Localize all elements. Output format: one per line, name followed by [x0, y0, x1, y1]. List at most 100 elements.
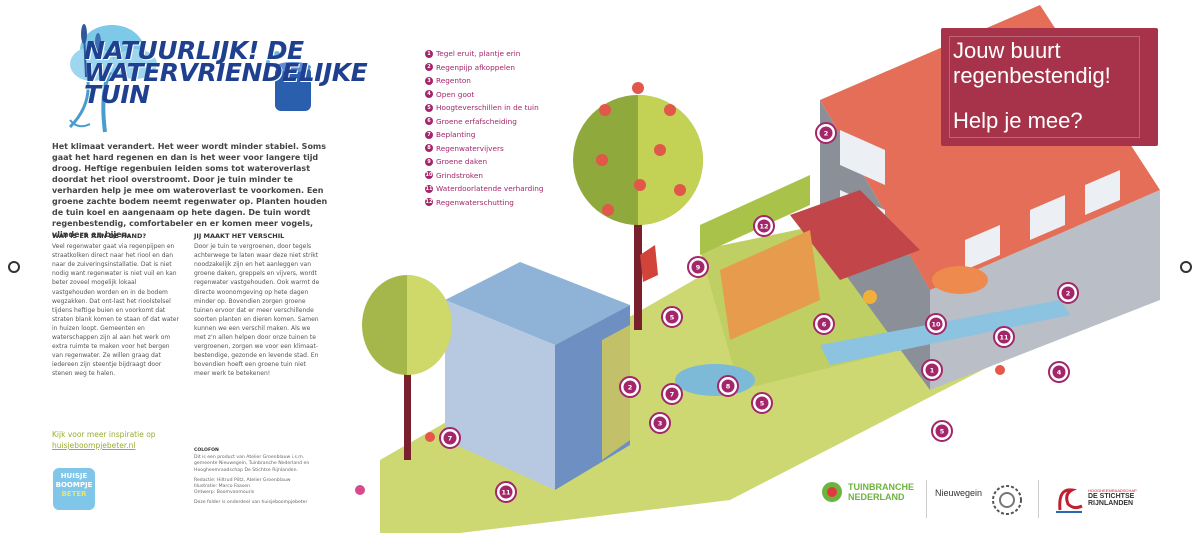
nieuwegein-swirl-icon	[992, 485, 1022, 515]
svg-text:10: 10	[931, 321, 941, 329]
huisje-boompje-beter-badge: HUISJE BOOMPJE BETER	[53, 468, 95, 510]
legend-label: Groene erfafscheiding	[436, 116, 517, 126]
legend-number: 9	[425, 157, 433, 166]
section-heading: JIJ MAAKT HET VERSCHIL	[194, 232, 285, 240]
colofon-heading: COLOFON	[194, 448, 219, 453]
legend-number: 7	[425, 130, 433, 139]
svg-text:8: 8	[726, 383, 731, 391]
illustration-marker: 5	[751, 392, 773, 414]
legend-number: 6	[425, 117, 433, 126]
inspiration-block: Kijk voor meer inspiratie op huisjeboomp…	[52, 429, 156, 451]
legend-label: Tegel eruit, plantje erin	[436, 49, 521, 59]
illustration-marker: 5	[661, 306, 683, 328]
svg-text:5: 5	[940, 428, 945, 436]
illustration-marker: 8	[717, 375, 739, 397]
legend-label: Regenton	[436, 76, 471, 86]
legend-label: Regenwaterschutting	[436, 197, 514, 207]
legend-number: 11	[425, 184, 433, 193]
illustration-marker: 2	[619, 376, 641, 398]
svg-text:2: 2	[628, 384, 633, 392]
partner-divider	[1038, 480, 1039, 518]
svg-text:4: 4	[1057, 369, 1062, 377]
illustration-marker: 7	[439, 427, 461, 449]
svg-text:7: 7	[448, 435, 453, 443]
intro-paragraph: Het klimaat verandert. Het weer wordt mi…	[52, 142, 328, 239]
birdhouse-icon	[640, 245, 658, 282]
illustration-marker: 11	[993, 326, 1015, 348]
illustration-marker: 7	[661, 383, 683, 405]
svg-text:2: 2	[1066, 290, 1071, 298]
legend-number: 2	[425, 63, 433, 72]
svg-text:7: 7	[670, 391, 675, 399]
brochure-title: NATUURLIJK! DE WATERVRIENDELIJKE TUIN	[84, 36, 368, 109]
inspiration-text: Kijk voor meer inspiratie op	[52, 430, 156, 439]
colofon-credits: Redactie: Hiltrud Pötz, Atelier Groenbla…	[194, 477, 291, 496]
legend-number: 5	[425, 103, 433, 112]
title-line-3: TUIN	[84, 80, 150, 109]
binding-hole-right	[1180, 261, 1192, 273]
website-link[interactable]: huisjeboompjebeter.nl	[52, 441, 136, 450]
illustration-marker: 2	[1057, 282, 1079, 304]
tuinbranche-logo: TUINBRANCHE NEDERLAND	[820, 480, 914, 504]
section-heading: WAT IS ER AAN DE HAND?	[52, 232, 147, 240]
illustration-marker: 12	[753, 215, 775, 237]
terrace-deck	[790, 190, 920, 280]
banner-line-1: Jouw buurt	[953, 38, 1061, 63]
svg-text:6: 6	[822, 321, 827, 329]
banner-line-3: Help je mee?	[953, 108, 1083, 133]
colofon-note: Deze folder is onderdeel van huisjeboomp…	[194, 500, 308, 506]
banner-line-2: regenbestendig!	[953, 63, 1111, 88]
section-body: Door je tuin te vergroenen, door tegels …	[194, 243, 320, 378]
section-body: Veel regenwater gaat via regenpijpen en …	[52, 243, 179, 378]
nieuwegein-logo: Nieuwegein	[935, 488, 983, 498]
legend-number: 1	[425, 49, 433, 58]
illustration-marker: 9	[687, 256, 709, 278]
vegetable-bed	[720, 230, 820, 340]
legend-label: Waterdoorlatende verharding	[436, 184, 544, 194]
svg-text:2: 2	[824, 130, 829, 138]
legend-number: 3	[425, 76, 433, 85]
colofon: COLOFON Dit is een product van Atelier G…	[194, 448, 324, 511]
section-you-make-difference: JIJ MAAKT HET VERSCHIL Door je tuin te v…	[194, 232, 322, 379]
illustration-marker: 10	[925, 313, 947, 335]
legend-label: Regenpijp afkoppelen	[436, 62, 515, 72]
svg-text:1: 1	[930, 367, 935, 375]
legend-label: Beplanting	[436, 130, 476, 140]
section-what-is-happening: WAT IS ER AAN DE HAND? Veel regenwater g…	[52, 232, 180, 379]
svg-text:11: 11	[999, 334, 1009, 342]
colofon-text: Dit is een product van Atelier Groenblau…	[194, 455, 310, 473]
legend-label: Grindstroken	[436, 170, 483, 180]
legend-label: Regenwatervijvers	[436, 143, 504, 153]
title-line-1: NATUURLIJK! DE	[84, 36, 304, 65]
open-gutter	[820, 300, 1070, 365]
parasol-icon	[932, 266, 988, 294]
svg-text:11: 11	[501, 489, 511, 497]
illustration-marker: 4	[1048, 361, 1070, 383]
svg-text:3: 3	[658, 420, 663, 428]
legend-label: Hoogteverschillen in de tuin	[436, 103, 539, 113]
title-logo-illustration	[68, 24, 311, 133]
legend-label: Open goot	[436, 89, 475, 99]
svg-text:12: 12	[759, 223, 768, 231]
stichtse-rijnlanden-logo: HOOGHEEMRAADSCHAP DE STICHTSE RIJNLANDEN	[1088, 488, 1137, 507]
svg-text:5: 5	[670, 314, 675, 322]
stichtse-swan-icon	[1056, 488, 1083, 513]
binding-hole-left	[8, 261, 20, 273]
legend-number: 12	[425, 198, 433, 207]
call-to-action-banner: Jouw buurt regenbestendig! Help je mee?	[941, 28, 1158, 146]
house-wall	[930, 190, 1160, 390]
legend-number: 10	[425, 171, 433, 180]
svg-text:9: 9	[696, 264, 701, 272]
svg-text:5: 5	[760, 400, 765, 408]
legend-number: 8	[425, 144, 433, 153]
